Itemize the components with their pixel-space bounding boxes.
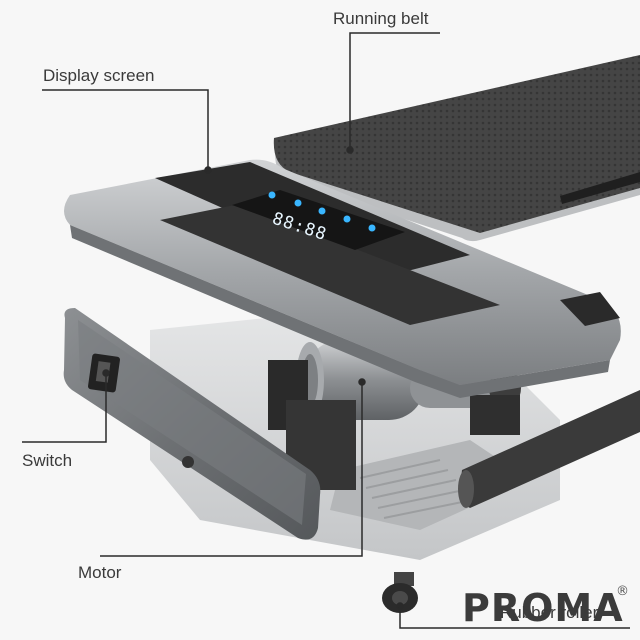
side-rail: [458, 390, 640, 508]
brand-logo: PROMA: [462, 586, 624, 630]
caster-wheel: [182, 456, 194, 468]
caster-wheel: [382, 572, 418, 613]
display-led: [343, 215, 351, 223]
brand-registered-mark: ®: [616, 584, 629, 599]
leader-dot-switch: [102, 369, 110, 377]
label-switch: Switch: [22, 451, 73, 470]
side-cover: [63, 308, 321, 540]
leader-dot-rubber-roller: [396, 602, 404, 610]
display-led: [268, 191, 276, 199]
leader-dot-display-screen: [204, 166, 212, 174]
leader-line-rubber-roller: [399, 606, 630, 629]
leader-line-display-screen: [42, 89, 209, 170]
leader-dot-running-belt: [346, 146, 354, 154]
leader-line-switch: [22, 373, 107, 443]
leader-lines: [22, 32, 630, 629]
running-belt: [273, 55, 640, 242]
leader-dot-motor: [358, 378, 366, 386]
label-motor: Motor: [78, 563, 122, 582]
display-led: [318, 207, 326, 215]
display-led: [368, 224, 376, 232]
leader-line-running-belt: [349, 32, 440, 150]
leader-line-motor: [100, 382, 363, 557]
label-display-screen: Display screen: [43, 66, 155, 85]
label-running-belt: Running belt: [333, 9, 429, 28]
label-rubber-roller: Rubber roller: [500, 603, 599, 622]
display-led: [294, 199, 302, 207]
front-housing: [64, 159, 621, 398]
